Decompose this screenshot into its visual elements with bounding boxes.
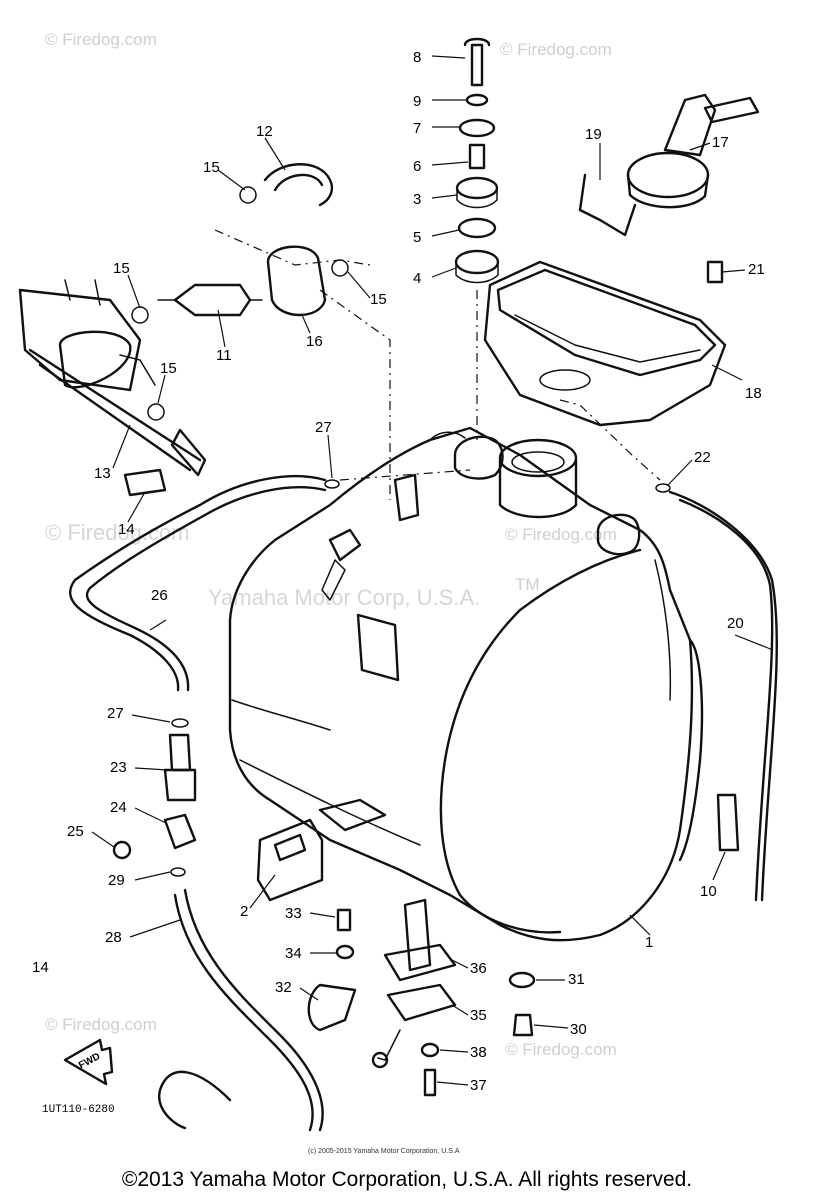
tank-cover xyxy=(483,260,727,427)
small-copyright: (c) 2005-2015 Yamaha Motor Corporation, … xyxy=(308,1148,460,1155)
callout-29: 29 xyxy=(108,872,125,889)
forward-arrow-label: FWD xyxy=(77,1051,102,1071)
callout-6: 6 xyxy=(413,158,421,175)
watermark-site-4: © Firedog.com xyxy=(505,525,617,544)
callout-38: 38 xyxy=(470,1044,487,1061)
damper-block xyxy=(256,818,324,902)
callout-26: 26 xyxy=(151,587,168,604)
callout-13: 13 xyxy=(94,465,111,482)
callout-15-top: 15 xyxy=(203,159,220,176)
callout-36: 36 xyxy=(470,960,487,977)
watermark-brand: Yamaha Motor Corp, U.S.A. xyxy=(208,585,480,610)
cap-strap xyxy=(578,173,637,237)
callout-33: 33 xyxy=(285,905,302,922)
callout-labels: 8 9 7 6 3 5 4 12 15 15 15 15 11 16 13 14… xyxy=(32,49,765,1094)
callout-9: 9 xyxy=(413,93,421,110)
watermark-site-1: © Firedog.com xyxy=(45,30,157,49)
callout-34: 34 xyxy=(285,945,302,962)
hose-clip-22 xyxy=(655,483,671,493)
callout-12: 12 xyxy=(256,123,273,140)
callout-30: 30 xyxy=(570,1021,587,1038)
watermark-site-5: © Firedog.com xyxy=(45,1015,157,1034)
watermark-site-6: © Firedog.com xyxy=(505,1040,617,1059)
callout-21: 21 xyxy=(748,261,765,278)
callout-7: 7 xyxy=(413,120,421,137)
callout-37: 37 xyxy=(470,1077,487,1094)
drain-hose xyxy=(158,888,324,1132)
callout-24: 24 xyxy=(110,799,127,816)
fuel-tank xyxy=(228,426,704,942)
watermark-site-2: © Firedog.com xyxy=(500,40,612,59)
fasteners xyxy=(307,260,740,1097)
frame-section xyxy=(18,279,207,497)
callout-5: 5 xyxy=(413,229,421,246)
callout-2: 2 xyxy=(240,903,248,920)
callout-15-right: 15 xyxy=(370,291,387,308)
forward-arrow: FWD xyxy=(63,1038,114,1086)
callout-23: 23 xyxy=(110,759,127,776)
watermark-tm: TM xyxy=(515,575,540,594)
callout-15-lower: 15 xyxy=(160,360,177,377)
callout-1: 1 xyxy=(645,934,653,951)
callout-18: 18 xyxy=(745,385,762,402)
callout-8: 8 xyxy=(413,49,421,66)
callout-27-top: 27 xyxy=(315,419,332,436)
callout-20: 20 xyxy=(727,615,744,632)
callout-25: 25 xyxy=(67,823,84,840)
callout-14: 14 xyxy=(118,521,135,538)
callout-11: 11 xyxy=(216,347,232,364)
footer-copyright: ©2013 Yamaha Motor Corporation, U.S.A. A… xyxy=(122,1168,692,1191)
callout-27-bottom: 27 xyxy=(107,705,124,722)
vent-hoses xyxy=(69,469,471,728)
fuel-sender xyxy=(371,898,457,1069)
stray-mark: 14 xyxy=(32,959,49,976)
callout-10: 10 xyxy=(700,883,717,900)
callout-16: 16 xyxy=(306,333,323,350)
damper-stack xyxy=(454,37,500,440)
fuel-filter-assembly xyxy=(131,163,391,500)
callout-35: 35 xyxy=(470,1007,487,1024)
fuel-cap xyxy=(626,93,760,209)
callout-19: 19 xyxy=(585,126,602,143)
callout-31: 31 xyxy=(568,971,585,988)
leader-lines xyxy=(91,55,774,1086)
overflow-hose xyxy=(668,490,778,902)
fuel-cock xyxy=(112,733,197,877)
diagram-code: 1UT110-6280 xyxy=(42,1104,115,1116)
callout-3: 3 xyxy=(413,191,421,208)
callout-17: 17 xyxy=(712,134,729,151)
callout-15-left: 15 xyxy=(113,260,130,277)
callout-32: 32 xyxy=(275,979,292,996)
callout-4: 4 xyxy=(413,270,421,287)
callout-28: 28 xyxy=(105,929,122,946)
callout-22: 22 xyxy=(694,449,711,466)
